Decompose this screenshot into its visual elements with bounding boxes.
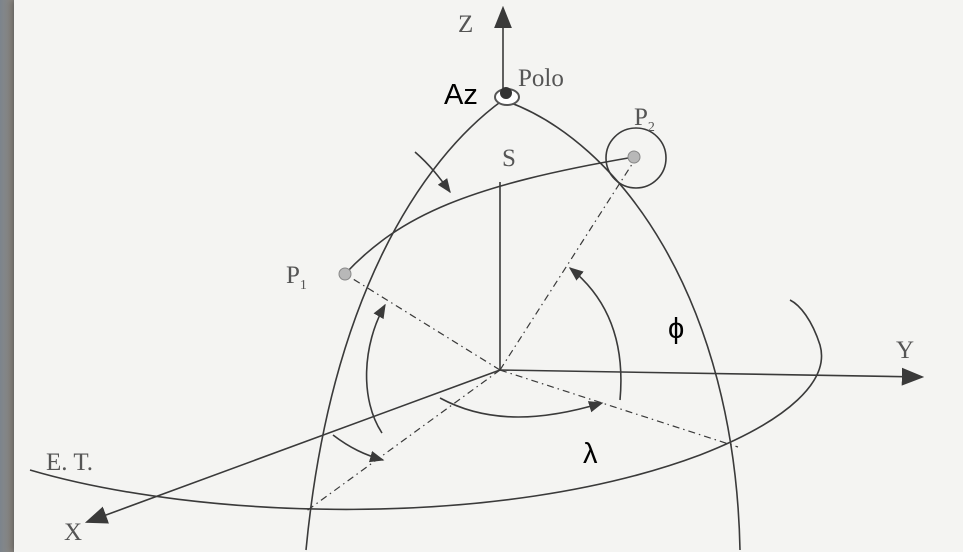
p1-point [338,267,352,281]
pole-point [500,87,512,99]
p1-label: P1 [286,262,307,293]
equator-label: E. T. [46,449,93,476]
meridian-arc-left [305,99,504,551]
azimuth-label: Az [444,79,478,111]
y-axis-line [499,367,925,386]
latitude-angle-arc-left [365,303,386,434]
s-label: S [502,145,516,172]
p2-radius-line [499,157,637,371]
meridian-arc-right [502,99,741,551]
azimuth-angle-arc [414,151,451,194]
z-axis-label: Z [458,11,473,38]
p2-label: P2 [634,104,655,135]
p1-radius-line [344,273,501,371]
equator-arc [29,299,823,511]
x-axis-label: X [64,519,82,546]
x-angle-arc [332,434,385,463]
phi-label: ϕ [668,313,684,345]
p2-circle [605,127,667,189]
great-circle-arc [344,156,635,275]
diagram-panel [14,0,963,552]
longitude-angle-arc [439,397,604,418]
p1-projection-line [304,369,501,513]
lambda-label: λ [583,438,598,470]
p2-point [627,150,641,164]
y-axis-label: Y [896,337,914,364]
p2-projection-line [499,369,739,448]
latitude-angle-arc-right [568,267,622,401]
pole-label: Polo [518,65,564,92]
x-axis-line [84,369,501,524]
